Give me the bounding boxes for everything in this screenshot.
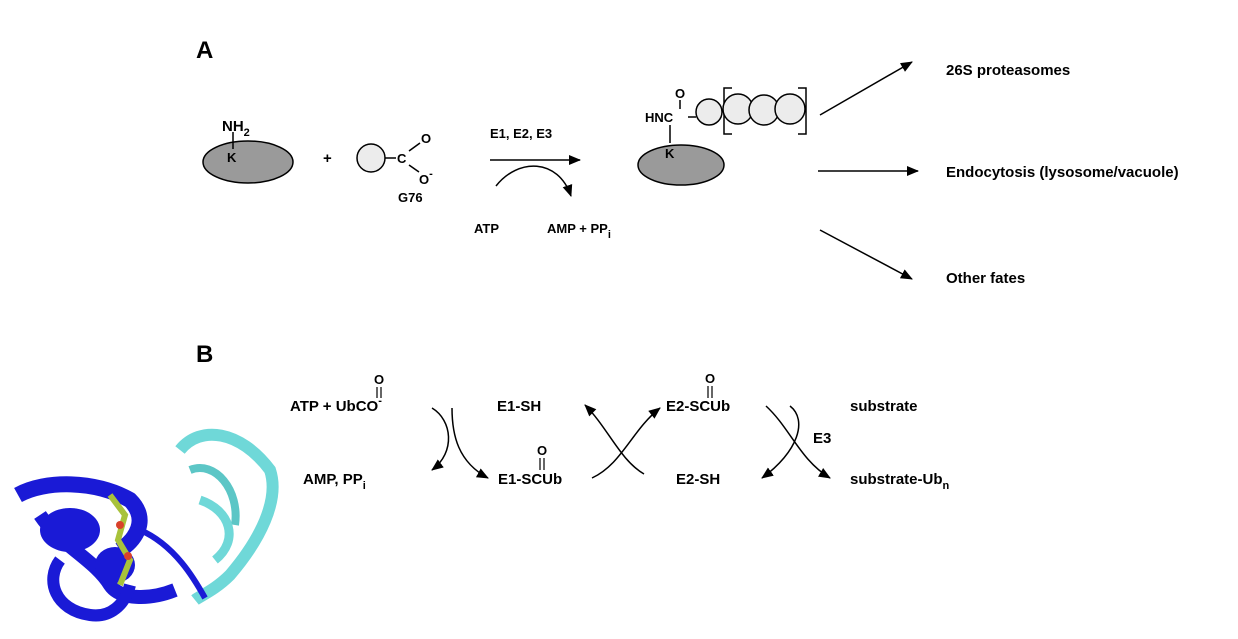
amine-group: NH2 [222, 118, 250, 139]
e3-label: E3 [813, 430, 831, 447]
ubiquitin-chain-4 [774, 93, 806, 125]
e2-sh: E2-SH [676, 471, 720, 488]
e1-scub: E1-SCUb [498, 471, 562, 488]
atp-ubiquitin-label: ATP + UbCO- [290, 395, 382, 415]
chain-bracket-right [798, 87, 807, 135]
fate-arrow-other [819, 229, 913, 280]
ubiquitinated-substrate [637, 144, 725, 186]
protein-ribbon-structure-icon [14, 428, 279, 622]
fate-proteasome: 26S proteasomes [946, 62, 1070, 79]
panel-a-label: A [196, 37, 213, 64]
enzymes-label: E1, E2, E3 [490, 126, 552, 141]
fate-arrow-proteasome [819, 61, 913, 116]
atp-ub-oxygen: O [374, 372, 384, 387]
ubiquitin-monomer [356, 143, 386, 173]
product-lysine-label: K [665, 146, 675, 161]
transthiolation-arrow-across [591, 407, 661, 479]
glycine-76-label: G76 [398, 190, 423, 205]
e1-sh: E1-SH [497, 398, 541, 415]
transthiolation-arrow-up [584, 404, 645, 475]
lysine-label: K [227, 150, 237, 165]
panel-b-label: B [196, 341, 213, 368]
e3-ligation-arrow-across [765, 405, 831, 479]
substrate-label: substrate [850, 398, 918, 415]
plus-sign: + [323, 150, 332, 167]
isopeptide-linkage: HNC [645, 110, 674, 125]
e1-activation-arrow-across [451, 407, 489, 479]
atp-consumption-arrow [495, 165, 573, 197]
fate-endocytosis: Endocytosis (lysosome/vacuole) [946, 164, 1179, 181]
carbonyl-bond [408, 142, 421, 152]
atp-label: ATP [474, 221, 499, 236]
e2-scub: E2-SCUb [666, 398, 730, 415]
e1-scub-oxygen: O [537, 443, 547, 458]
amp-pp-products: AMP, PPi [303, 471, 366, 492]
amp-pp-label: AMP + PPi [547, 221, 611, 241]
e1-activation-arrow-down [431, 407, 450, 471]
carboxylate-bond [408, 164, 420, 173]
ubiquitin-chain-1 [695, 98, 723, 126]
product-carbonyl-oxygen: O [675, 86, 685, 101]
substrate-protein [202, 140, 294, 184]
fate-other: Other fates [946, 270, 1025, 287]
e3-ligation-arrow-down [761, 405, 800, 479]
substrate-ub-label: substrate-Ubn [850, 471, 950, 492]
e2-scub-oxygen: O [705, 371, 715, 386]
carboxylate-oxygen: O- [419, 168, 433, 187]
carboxyl-carbon: C [397, 151, 407, 166]
carbonyl-oxygen: O [421, 131, 431, 146]
